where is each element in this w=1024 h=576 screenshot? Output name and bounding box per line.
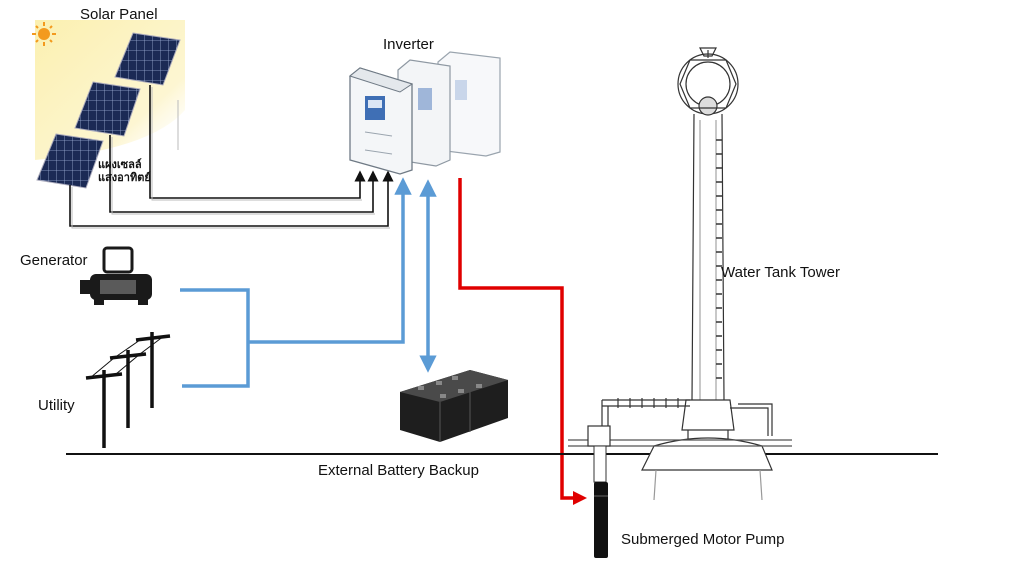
generator-label: Generator [20, 252, 88, 269]
power-lines [89, 335, 165, 379]
utility-label: Utility [38, 397, 75, 414]
dc-wires [69, 85, 394, 227]
ac-source-wires [180, 177, 437, 388]
power-pole-icon [85, 332, 171, 448]
battery-label: External Battery Backup [318, 462, 479, 479]
generator-icon [80, 246, 152, 305]
solar-panel-label: Solar Panel [80, 6, 158, 23]
pump-icon [587, 425, 611, 558]
pump-wire [458, 178, 587, 505]
pump-label: Submerged Motor Pump [621, 531, 785, 548]
battery-icon [400, 370, 508, 442]
solar-panel-icon [36, 32, 181, 189]
water-tank-label: Water Tank Tower [721, 264, 840, 281]
solar-panel-thai-label-line1: แผงเซลล์ [98, 158, 142, 171]
sun-icon [32, 22, 56, 46]
inverter-label: Inverter [383, 36, 434, 53]
solar-panel-thai-label-line2: แสงอาทิตย์ [98, 171, 151, 184]
dc-wire-shadow [71, 87, 390, 229]
inverter-icon [348, 51, 501, 175]
water-tower-icon [568, 47, 792, 501]
